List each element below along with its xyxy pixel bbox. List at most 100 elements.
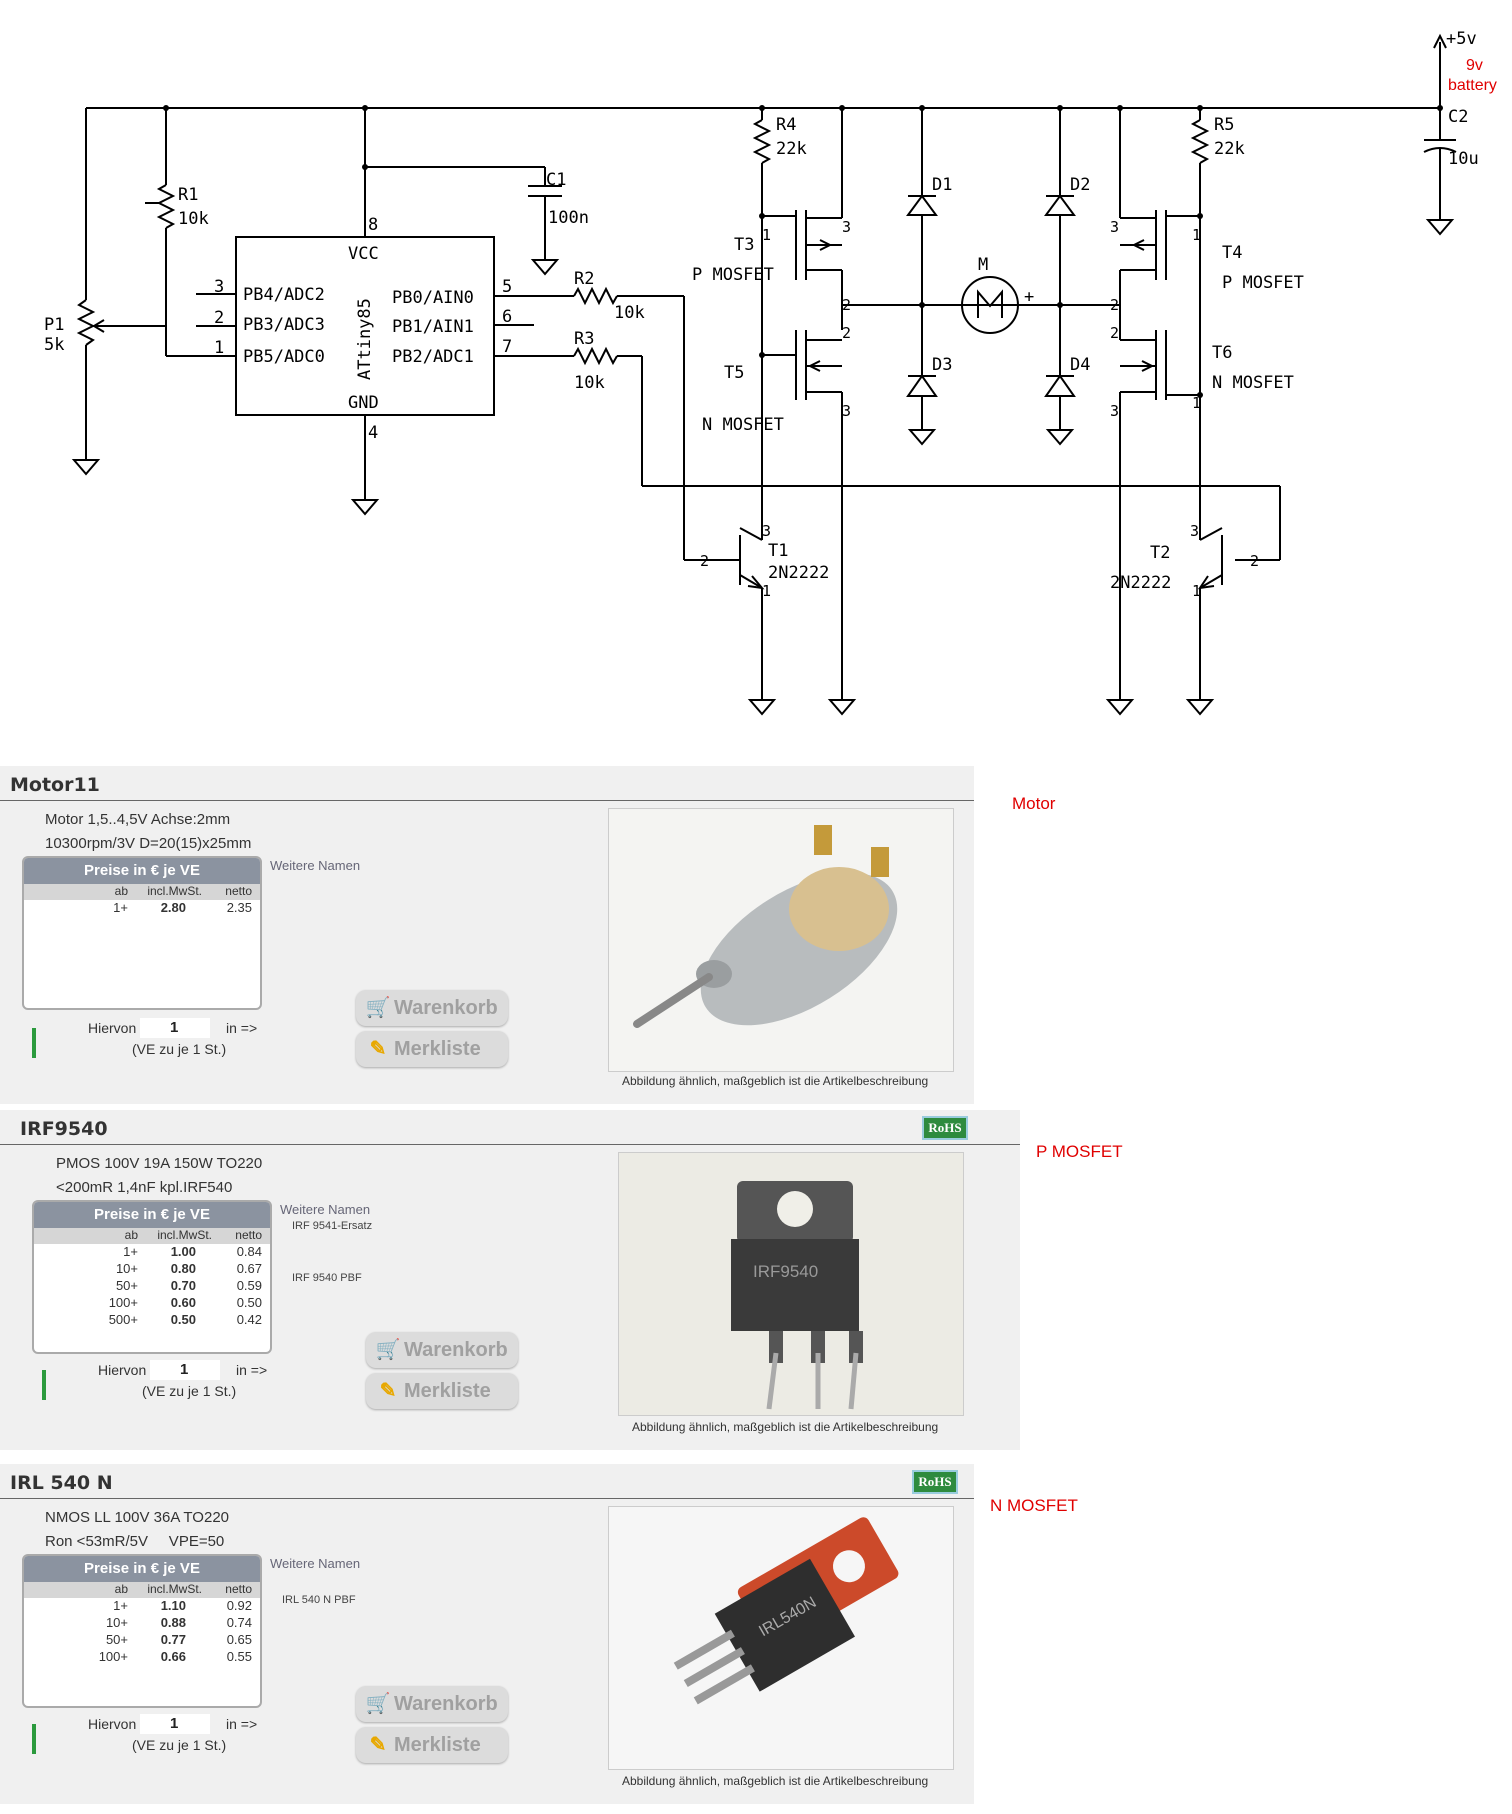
product-photo[interactable] [608, 808, 954, 1072]
supply-label: +5v [1446, 29, 1477, 49]
price-qty: 50+ [115, 1278, 138, 1293]
hiervon-label: Hiervon [98, 1362, 147, 1378]
t6-type: N MOSFET [1212, 373, 1294, 393]
pin-num-6: 6 [502, 307, 512, 327]
desc-line-1: NMOS LL 100V 36A TO220 [45, 1509, 230, 1526]
quantity-input[interactable]: 1 [140, 1714, 210, 1734]
c2-value: 10u [1448, 149, 1479, 169]
price-gross: 0.50 [170, 1312, 196, 1327]
p1-name: P1 [44, 315, 64, 335]
warenkorb-button[interactable]: 🛒 Warenkorb [366, 1332, 518, 1368]
battery-label-1: 9v [1466, 57, 1483, 74]
pin-pb0: PB0/AIN0 [392, 288, 474, 308]
product-photo[interactable]: IRF9540 [618, 1152, 964, 1416]
pin-num-2: 2 [214, 308, 224, 328]
in-label: in => [226, 1716, 258, 1732]
product-panel-motor: Motor11 Motor 1,5..4,5V Achse:2mm 10300r… [0, 766, 974, 1104]
weitere-namen: Weitere Namen [270, 1556, 361, 1571]
pin-num-7: 7 [502, 337, 512, 357]
pin-pb4: PB4/ADC2 [243, 285, 325, 305]
alt-name[interactable]: IRL 540 N PBF [282, 1594, 356, 1606]
t4-type: P MOSFET [1222, 273, 1304, 293]
battery-label-2: battery [1448, 77, 1497, 94]
t6-pin-2: 2 [1110, 324, 1119, 342]
t2-type: 2N2222 [1110, 573, 1171, 593]
t2-name: T2 [1150, 543, 1170, 563]
desc-line-1: PMOS 100V 19A 150W TO220 [56, 1155, 263, 1172]
desc-line-2: Ron <53mR/5V VPE=50 [45, 1533, 225, 1550]
d3-name: D3 [932, 355, 952, 375]
product-panel-irf9540: IRF9540 RoHS PMOS 100V 19A 150W TO220 <2… [0, 1110, 1020, 1450]
availability-indicator [42, 1370, 46, 1400]
price-columns: ab incl.MwSt. netto [34, 1228, 270, 1244]
t1-type: 2N2222 [768, 563, 829, 583]
n-mosfet-label: N MOSFET [990, 1496, 1078, 1515]
r5-name: R5 [1214, 115, 1234, 135]
price-qty: 1+ [113, 1598, 128, 1613]
d4-name: D4 [1070, 355, 1090, 375]
transistor-photo-image: IRF9540 [619, 1153, 963, 1415]
price-columns: ab incl.MwSt. netto [24, 1582, 260, 1598]
col-netto: netto [235, 1228, 262, 1242]
in-label: in => [226, 1020, 258, 1036]
price-gross: 1.00 [170, 1244, 196, 1259]
merkliste-button[interactable]: ✎ Merkliste [356, 1727, 508, 1763]
circuit-schematic: +5v 9v battery VCC GND ATtiny85 8 4 PB4/… [44, 29, 1497, 716]
t3-pin-2: 2 [842, 296, 851, 314]
product-description: Motor 1,5..4,5V Achse:2mm 10300rpm/3V D=… [45, 808, 251, 856]
price-net: 0.50 [236, 1295, 262, 1310]
price-net: 0.65 [226, 1632, 252, 1647]
transistor-photo-image: IRL540N [609, 1507, 953, 1769]
price-gross: 0.60 [170, 1295, 196, 1310]
p-mosfet-label: P MOSFET [1036, 1142, 1123, 1161]
desc-line-1: Motor 1,5..4,5V Achse:2mm [45, 811, 231, 828]
product-title[interactable]: IRL 540 N [10, 1472, 113, 1494]
pin-pb2: PB2/ADC1 [392, 347, 474, 367]
t2-pin-3: 3 [1190, 522, 1199, 540]
motor-photo-image [609, 809, 953, 1071]
product-title[interactable]: Motor11 [10, 774, 100, 796]
chip-bottom-pin: 4 [368, 423, 378, 443]
price-net: 0.42 [236, 1312, 262, 1327]
t4-name: T4 [1222, 243, 1242, 263]
price-gross: 0.88 [160, 1615, 186, 1630]
alt-name[interactable]: IRF 9541-Ersatz [292, 1220, 373, 1232]
product-title[interactable]: IRF9540 [20, 1118, 108, 1140]
merkliste-button[interactable]: ✎ Merkliste [356, 1031, 508, 1067]
product-photo[interactable]: IRL540N [608, 1506, 954, 1770]
photo-caption: Abbildung ähnlich, maßgeblich ist die Ar… [632, 1420, 939, 1434]
pin-num-5: 5 [502, 277, 512, 297]
warenkorb-label: Warenkorb [394, 997, 498, 1019]
quantity-input[interactable]: 1 [140, 1018, 210, 1038]
price-net: 0.67 [236, 1261, 262, 1276]
price-gross: 0.80 [170, 1261, 196, 1276]
t1-pin-3: 3 [762, 522, 771, 540]
ve-label: (VE zu je 1 St.) [132, 1737, 227, 1753]
pencil-icon: ✎ [369, 1734, 387, 1756]
availability-indicator [32, 1724, 36, 1754]
t1-pin-2: 2 [700, 552, 709, 570]
merkliste-button[interactable]: ✎ Merkliste [366, 1373, 518, 1409]
r5-value: 22k [1214, 139, 1245, 159]
chip-vcc: VCC [348, 244, 379, 264]
t4-pin-1: 1 [1192, 226, 1201, 244]
col-netto: netto [225, 1582, 252, 1596]
product-panel-irl540n: IRL 540 N RoHS NMOS LL 100V 36A TO220 Ro… [0, 1464, 974, 1804]
motor-plus: + [1024, 287, 1034, 307]
price-net: 0.74 [226, 1615, 252, 1630]
warenkorb-button[interactable]: 🛒 Warenkorb [356, 990, 508, 1026]
pencil-icon: ✎ [379, 1380, 397, 1402]
price-gross: 0.70 [170, 1278, 196, 1293]
price-qty: 10+ [115, 1261, 138, 1276]
weitere-namen: Weitere Namen [270, 858, 361, 873]
photo-caption: Abbildung ähnlich, maßgeblich ist die Ar… [622, 1774, 929, 1788]
title-divider [0, 800, 974, 801]
alt-name[interactable]: IRF 9540 PBF [292, 1272, 362, 1284]
title-divider [0, 1498, 974, 1499]
warenkorb-button[interactable]: 🛒 Warenkorb [356, 1686, 508, 1722]
price-qty: 100+ [108, 1295, 138, 1310]
hiervon-label: Hiervon [88, 1020, 137, 1036]
quantity-input[interactable]: 1 [150, 1360, 220, 1380]
price-header: Preise in € je VE [24, 858, 260, 884]
